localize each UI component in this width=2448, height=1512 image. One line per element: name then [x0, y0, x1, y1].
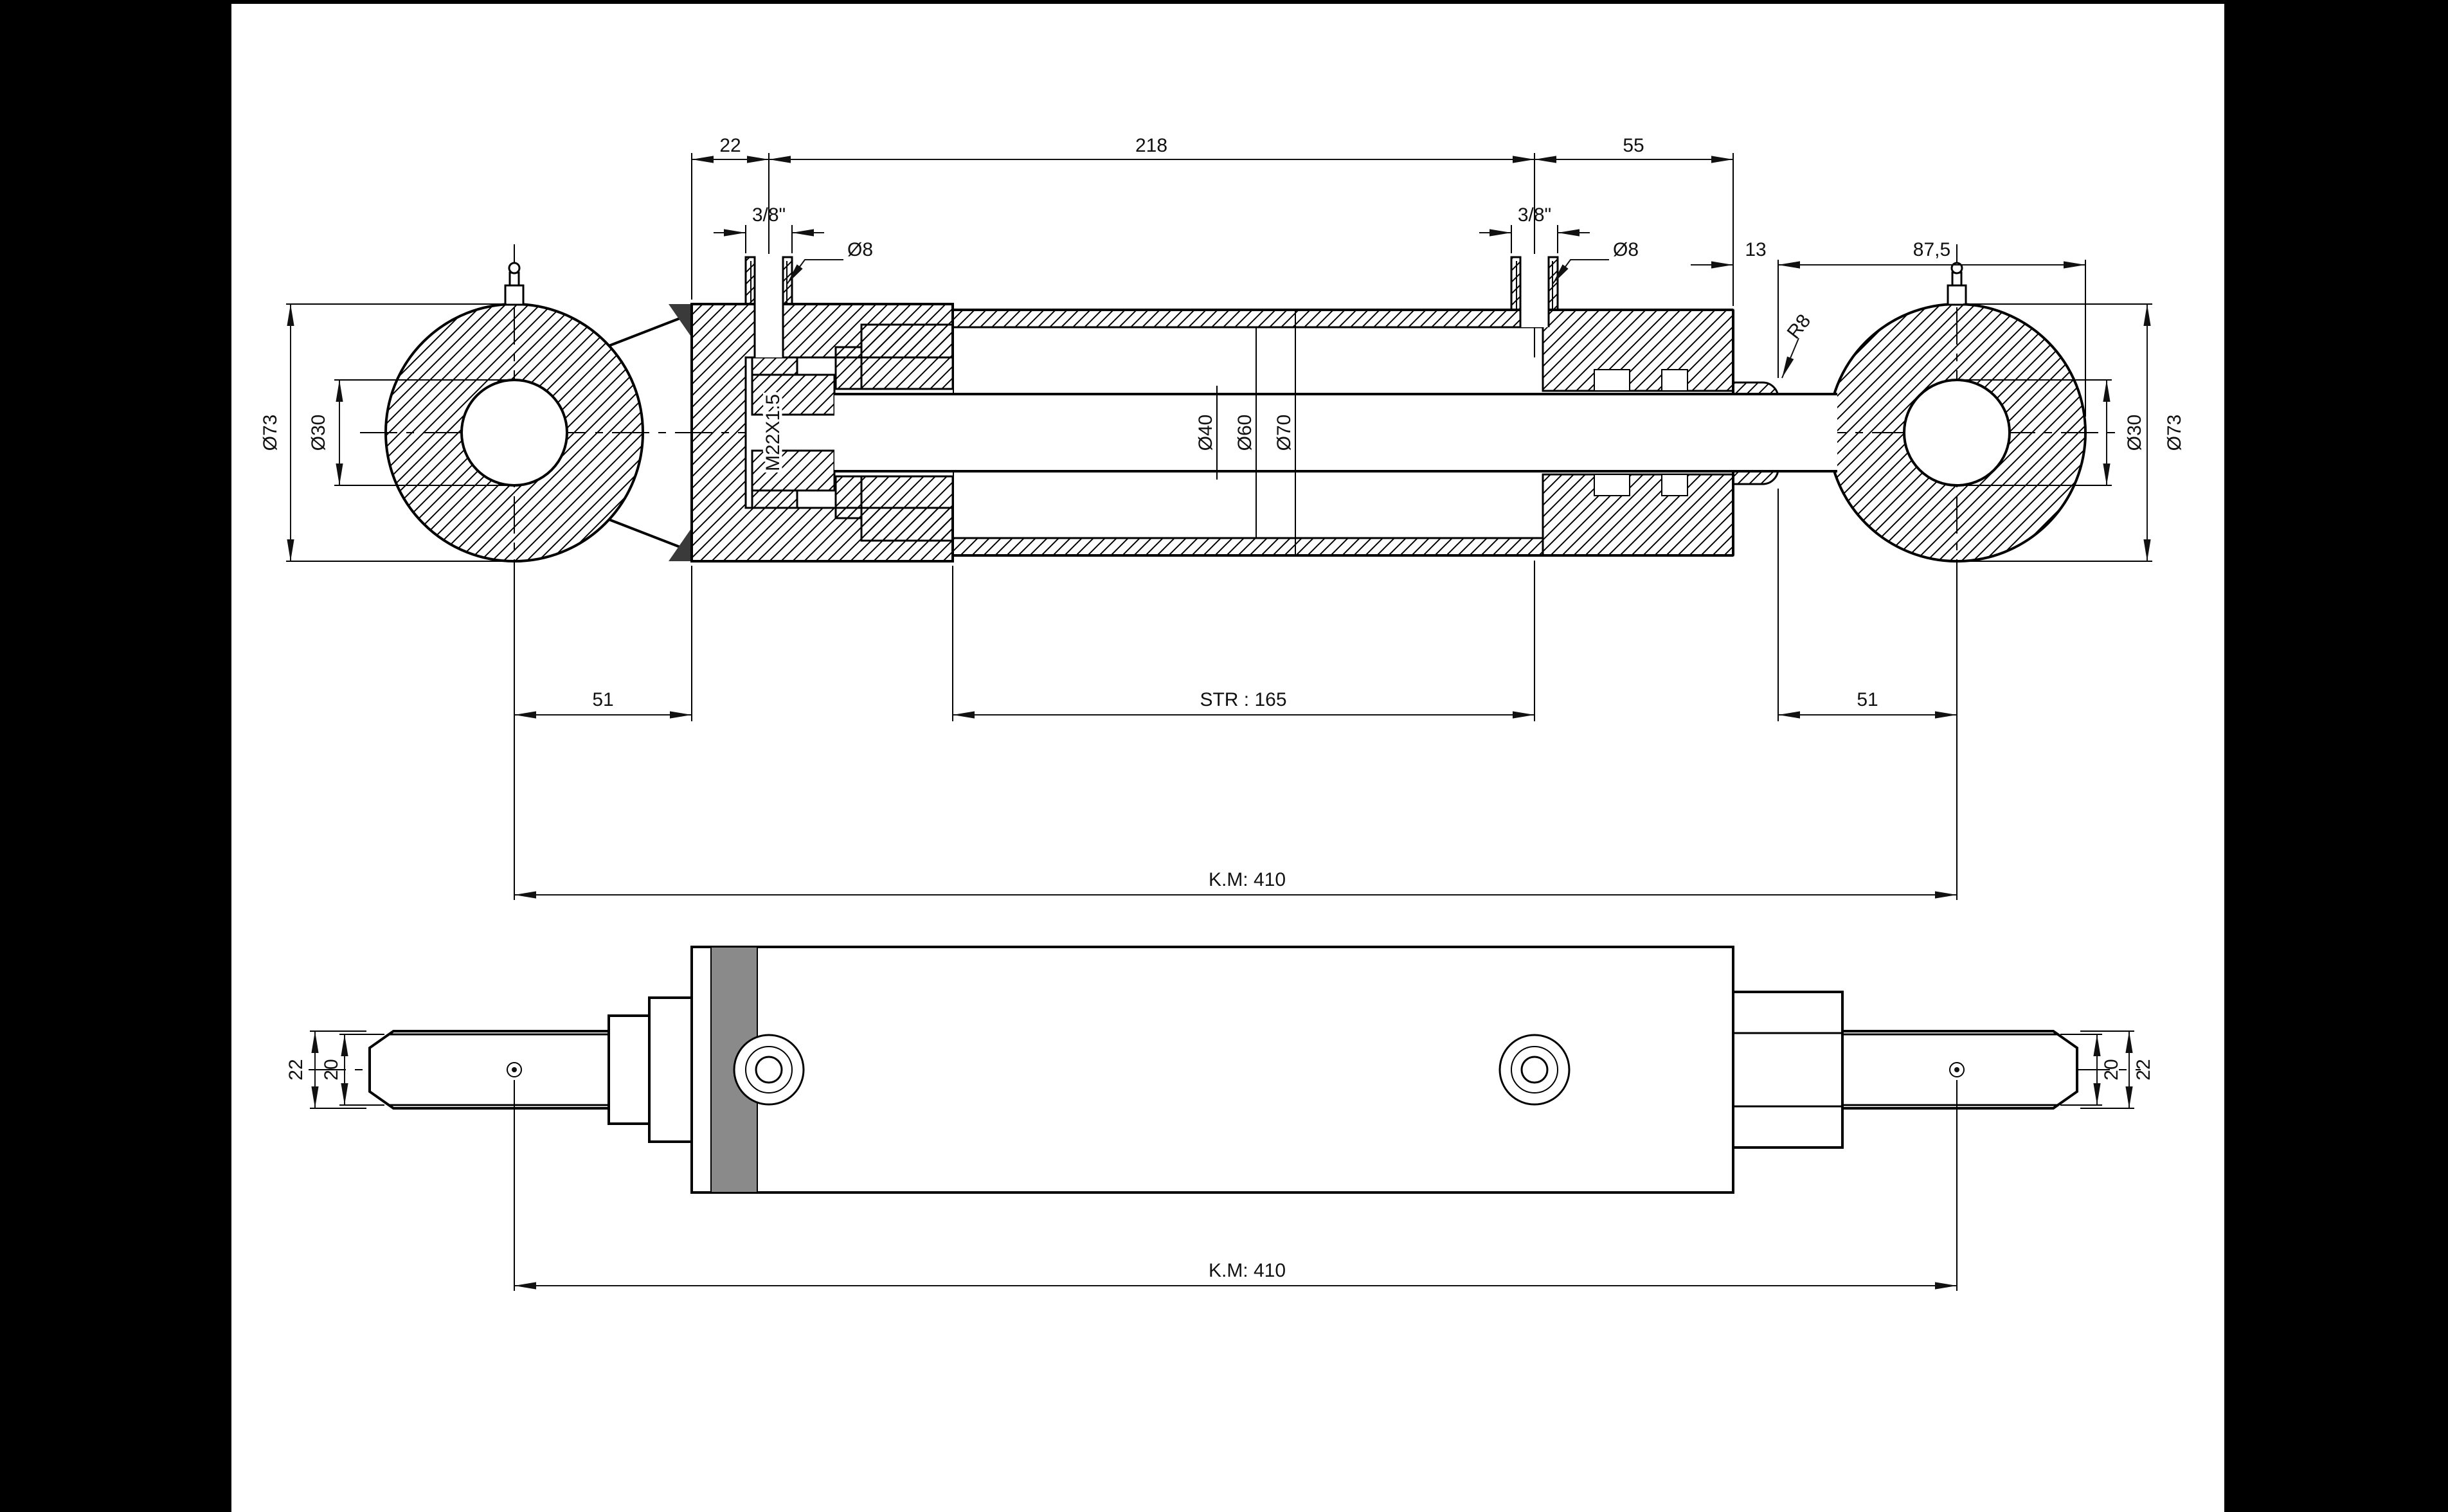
- top-view-section: 22 218 55 3/8" Ø8 3/8" Ø8 13 87,5: [260, 135, 2185, 900]
- left-rod-eye: [384, 262, 692, 562]
- left-grease-dot: [512, 1067, 517, 1072]
- port-left-hole-slot: [755, 257, 783, 357]
- right-eye-bore-dia-label: Ø30: [2124, 415, 2145, 451]
- left-flat-inner-lines: [389, 1033, 609, 1106]
- dim-closed-length-top: K.M: 410: [514, 869, 1957, 899]
- rod-body: [834, 394, 1837, 471]
- port-right-hole-label: Ø8: [1613, 239, 1639, 260]
- piston-nut-lower: [751, 449, 836, 492]
- barrel-od-label: Ø70: [1274, 415, 1295, 451]
- rod-head-lower: [1542, 473, 1734, 557]
- left-flat-outline: [368, 1030, 610, 1110]
- left-eye-flat: [368, 1030, 610, 1110]
- dim-stroke: STR : 165: [952, 561, 1535, 721]
- left-grease-nipple-icon: [504, 262, 525, 306]
- left-neck-top-line: [608, 312, 692, 347]
- dim-51-left: 51: [514, 566, 692, 900]
- left-grease-hole: [507, 1062, 522, 1077]
- closed-length-top-label: K.M: 410: [1209, 869, 1286, 890]
- seal-groove-1: [1594, 369, 1630, 392]
- port-right-thread-label: 3/8": [1518, 204, 1551, 226]
- port-right-hole-slot: [1520, 257, 1549, 327]
- barrel-outline: [690, 946, 1734, 1194]
- left-eye-bore-circle: [460, 379, 568, 487]
- dim-port-right-thread: 3/8" Ø8: [1479, 204, 1639, 285]
- stroke-label: STR : 165: [1200, 689, 1286, 710]
- dim-22-right-label: 22: [2133, 1059, 2154, 1080]
- left-neck-bottom-line: [608, 518, 692, 553]
- dim-center-diameters: Ø40 Ø60 Ø70: [1192, 310, 1298, 555]
- seal-groove-2: [1661, 369, 1688, 392]
- right-rod-eye: [1903, 262, 2011, 487]
- piston-rod: [834, 393, 1837, 473]
- closed-length-bottom-label: K.M: 410: [1209, 1260, 1286, 1281]
- drawing-sheet: [231, 0, 2224, 1512]
- left-eye-outer-dia-label: Ø73: [260, 415, 281, 451]
- right-eye-flat: [1841, 1030, 2078, 1110]
- dim-13-label: 13: [1745, 239, 1766, 260]
- top-border-line: [0, 0, 2448, 4]
- seal-groove-3: [1594, 474, 1630, 496]
- dim-13-and-87-5: 13 87,5: [1691, 239, 2086, 417]
- bore-dia-label: Ø60: [1234, 415, 1256, 451]
- gland-lower-step: [834, 475, 863, 519]
- gland-thread-label: M22X1.5: [762, 394, 784, 471]
- dim-closed-length-bottom: K.M: 410: [514, 1080, 1958, 1291]
- dim-left-eye-diameters: Ø73 Ø30: [260, 303, 507, 562]
- dim-55-label: 55: [1623, 135, 1644, 156]
- dim-22-left-label: 22: [285, 1059, 307, 1080]
- gland-upper: [860, 323, 954, 390]
- port-left: [744, 256, 793, 357]
- gland-hex-nut: [1732, 991, 1844, 1149]
- right-flat-inner-lines: [1842, 1033, 2057, 1106]
- dim-51-right-label: 51: [1857, 689, 1878, 710]
- port-right-boss: [1498, 1034, 1571, 1106]
- port-left-hole-label: Ø8: [847, 239, 873, 260]
- seal-groove-4: [1661, 474, 1688, 496]
- dim-51-right: 51: [1778, 489, 1958, 900]
- gland-lower: [860, 475, 954, 542]
- dim-port-left-thread: 3/8" Ø8: [714, 204, 873, 285]
- barrel-wall-top-hatch: [953, 310, 1543, 327]
- right-eye-outer-dia-label: Ø73: [2164, 415, 2185, 451]
- right-grease-dot: [1954, 1067, 1959, 1072]
- bottom-view-elevation: 22 20 20 22 K.M: 410: [285, 946, 2154, 1291]
- port-right-hole-walls: [1519, 257, 1550, 327]
- dim-51-left-label: 51: [592, 689, 613, 710]
- right-eye-bore-circle: [1903, 379, 2011, 487]
- port-left-boss: [733, 1034, 805, 1106]
- port-left-thread-label: 3/8": [752, 204, 786, 226]
- dim-right-eye-diameters: Ø30 Ø73: [1963, 303, 2185, 562]
- barrel-section: [953, 309, 1734, 557]
- rod-head-upper: [1542, 309, 1734, 392]
- piston-flange-upper: [751, 356, 798, 376]
- dim-left-flats: 22 20: [285, 1030, 384, 1109]
- dim-20-left-label: 20: [321, 1059, 342, 1080]
- right-flat-outline: [1841, 1030, 2078, 1110]
- dim-87-5-label: 87,5: [1913, 239, 1950, 260]
- weld-bead-top: [669, 304, 692, 338]
- right-grease-hole: [1949, 1062, 1965, 1077]
- dim-20-right-label: 20: [2101, 1059, 2122, 1080]
- barrel-wall-bottom-hatch: [953, 538, 1543, 555]
- dim-top-chain: 22 218 55: [691, 135, 1734, 306]
- rod-dia-label: Ø40: [1195, 415, 1216, 451]
- dim-22-label: 22: [719, 135, 741, 156]
- barrel-outside: [690, 946, 1734, 1194]
- port-left-hole-walls: [753, 257, 784, 357]
- dim-right-flats: 20 22: [2060, 1030, 2154, 1109]
- piston-flange-lower: [751, 489, 798, 509]
- dim-218-label: 218: [1135, 135, 1167, 156]
- gland-upper-step: [834, 346, 863, 390]
- left-eye-bore-dia-label: Ø30: [308, 415, 329, 451]
- weld-bead-bottom: [669, 528, 692, 561]
- left-weld-boss: [608, 996, 693, 1143]
